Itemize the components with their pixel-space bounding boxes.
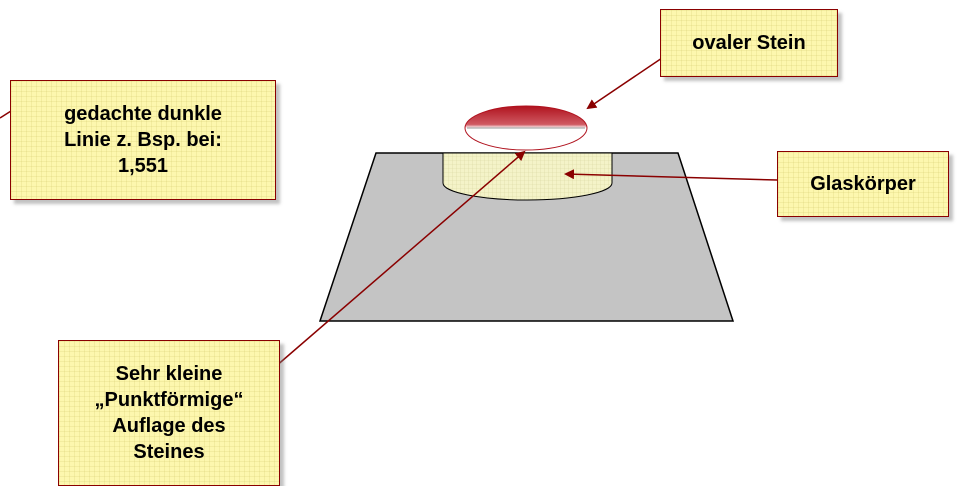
callout-glass-body-text: Glaskörper [810, 173, 916, 195]
callout-dark-line-text: gedachte dunkle Linie z. Bsp. bei: 1,551 [64, 103, 222, 177]
callout-point-contact-text: Sehr kleine „Punktförmige“ Auflage des S… [94, 363, 244, 463]
callout-glass-body: Glaskörper [777, 151, 949, 217]
arrow-oval-stone [586, 55, 666, 110]
glass-body [442, 152, 613, 201]
callout-oval-stone: ovaler Stein [660, 9, 838, 77]
callout-oval-stone-text: ovaler Stein [692, 32, 806, 54]
callout-dark-line: gedachte dunkle Linie z. Bsp. bei: 1,551 [10, 80, 276, 200]
arrow-glass-body [564, 169, 778, 181]
arrow-point-contact [274, 150, 526, 368]
leader-dark-line [0, 110, 12, 119]
callout-point-contact: Sehr kleine „Punktförmige“ Auflage des S… [58, 340, 280, 486]
